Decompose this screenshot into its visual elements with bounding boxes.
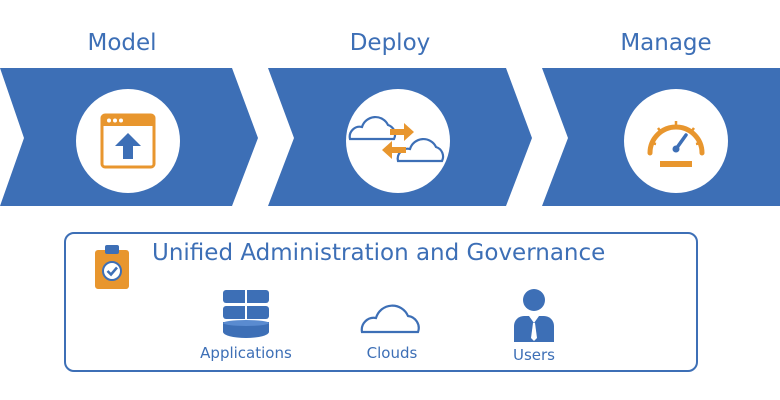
governance-title: Unified Administration and Governance — [152, 240, 606, 266]
database-icon — [223, 290, 269, 338]
stage-title-model: Model — [87, 30, 157, 56]
clipboard-check-icon — [95, 245, 129, 289]
user-icon — [514, 289, 554, 342]
resource-users: Users — [474, 288, 594, 364]
resource-label-clouds: Clouds — [366, 344, 418, 362]
window-upload-icon — [100, 113, 156, 169]
cloud-icon — [360, 304, 420, 334]
resource-clouds: Clouds — [332, 288, 452, 362]
stage-title-manage: Manage — [620, 30, 712, 56]
resource-label-users: Users — [512, 346, 555, 364]
cloud-sync-icon — [348, 115, 445, 163]
governance-panel: Unified Administration and Governance Ap… — [64, 232, 698, 372]
resource-applications: Applications — [186, 288, 306, 362]
stage-manage — [624, 89, 728, 193]
speedometer-icon — [647, 121, 705, 167]
resource-label-applications: Applications — [200, 344, 292, 362]
stage-model — [76, 89, 180, 193]
stage-title-deploy: Deploy — [349, 30, 431, 56]
stage-deploy — [346, 89, 450, 193]
